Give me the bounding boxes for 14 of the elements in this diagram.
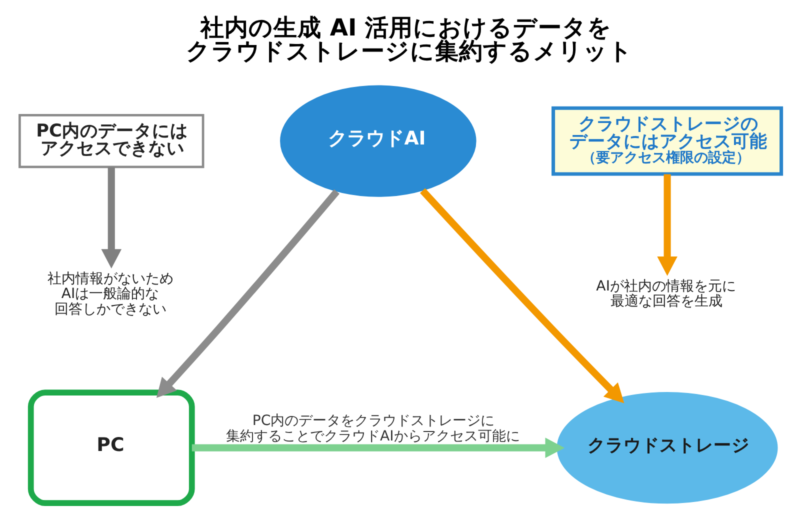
diagram-title: 社内の生成 AI 活用におけるデータをクラウドストレージに集約するメリット — [186, 13, 633, 65]
node-box: PC内のデータにはアクセスできない — [18, 114, 204, 168]
arrow — [419, 188, 624, 404]
arrow — [656, 174, 677, 276]
node-text: AIが社内の情報を元に最適な回答を生成 — [596, 278, 736, 310]
node-ellipse: クラウドAI — [280, 85, 476, 197]
arrow — [156, 189, 340, 398]
node-text: 社内情報がないためAIは一般論的な回答しかできない — [46, 270, 173, 318]
arrow — [191, 438, 564, 458]
edge-label: PC内のデータをクラウドストレージに集約することでクラウドAIからアクセス可能に — [225, 413, 520, 444]
node-box: PC — [27, 390, 194, 506]
node-ellipse: クラウドストレージ — [556, 392, 778, 504]
node-box: クラウドストレージのデータにはアクセス可能 （要アクセス権限の設定） — [551, 106, 783, 176]
arrow — [100, 167, 122, 268]
